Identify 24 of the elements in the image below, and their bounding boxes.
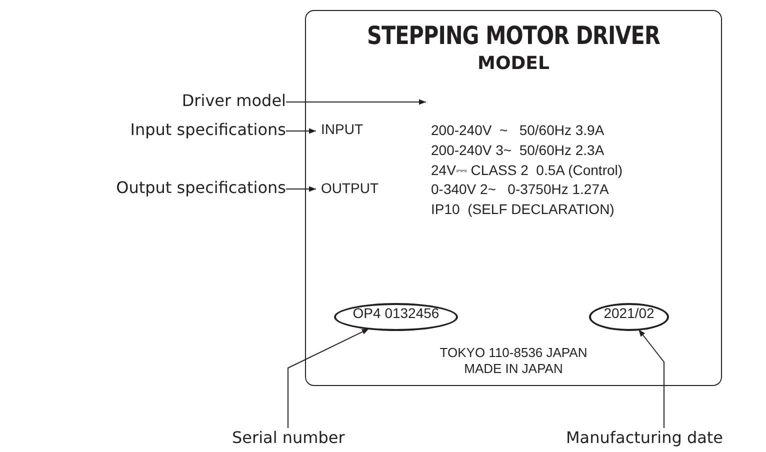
plate-title: STEPPING MOTOR DRIVER xyxy=(366,21,661,50)
leader-arrow xyxy=(288,328,370,428)
callout-text: Manufacturing date xyxy=(566,428,761,450)
callout-text: Serial number xyxy=(232,428,382,450)
origin-text: MADE IN JAPAN xyxy=(463,361,564,376)
nameplate-label xyxy=(305,10,722,386)
address-text: TOKYO 110-8536 JAPAN xyxy=(438,345,588,360)
spec-line: 200-240V 3~ 50/60Hz 2.3A xyxy=(431,142,604,158)
field-name: INPUT xyxy=(321,121,391,141)
circled-value: OP4 0132456 xyxy=(334,303,458,331)
model-heading: MODEL xyxy=(476,53,550,74)
leader-arrow xyxy=(638,329,664,428)
spec-line: 24V⎓ CLASS 2 0.5A (Control) xyxy=(431,162,623,179)
spec-line: 0-340V 2~ 0-3750Hz 1.27A xyxy=(431,181,609,197)
leader-arrow xyxy=(286,128,316,134)
spec-line: 200-240V ~ 50/60Hz 3.9A xyxy=(431,122,604,138)
spec-line: IP10 (SELF DECLARATION) xyxy=(431,201,614,217)
callout-text: Output specifications xyxy=(8,178,286,200)
field-name: OUTPUT xyxy=(321,180,401,200)
callout-text: Driver model xyxy=(160,91,286,113)
leader-arrow xyxy=(286,186,316,192)
callout-text: Input specifications xyxy=(60,120,286,142)
circled-value: 2021/02 xyxy=(589,303,669,331)
leader-arrow xyxy=(286,99,426,105)
